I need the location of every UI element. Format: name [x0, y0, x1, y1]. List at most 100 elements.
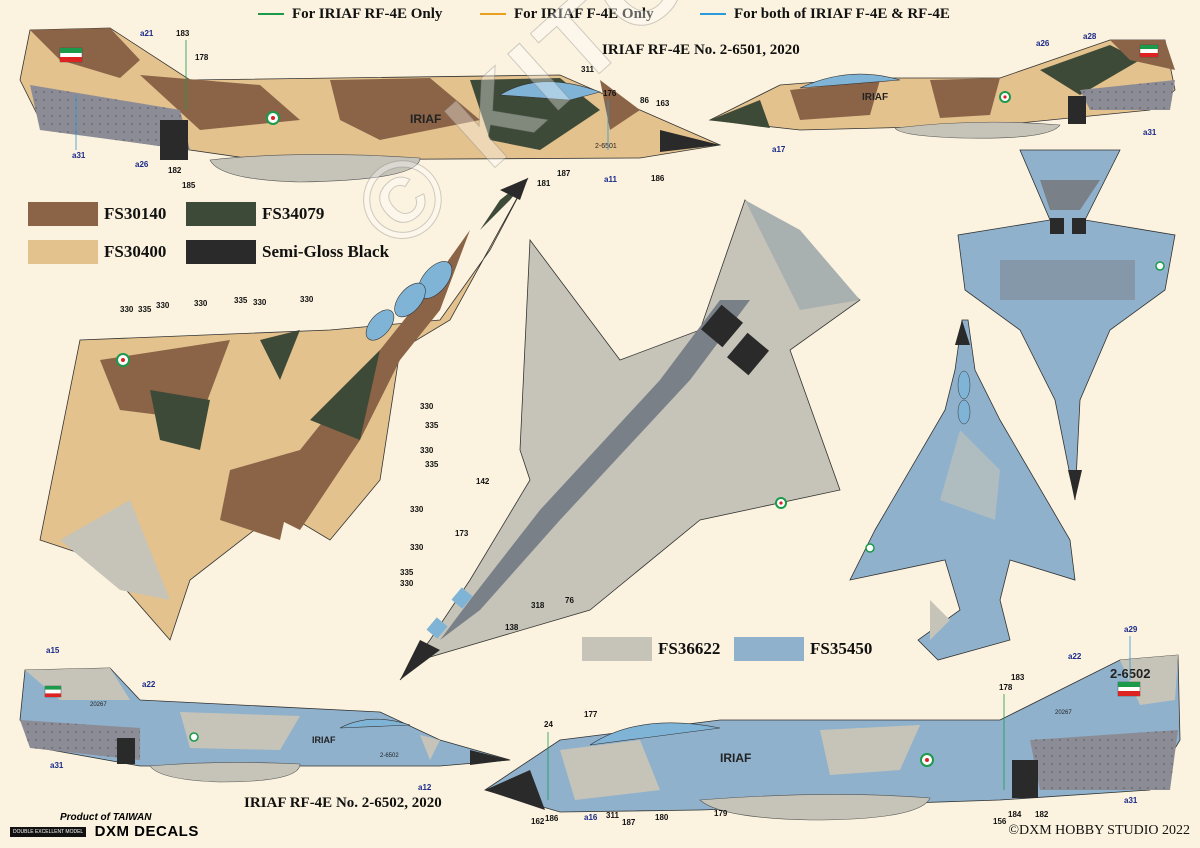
color-chip [186, 240, 256, 264]
callout-label: a31 [50, 761, 64, 770]
color-chip [734, 637, 804, 661]
legend-label: For IRIAF F-4E Only [514, 5, 654, 22]
callout-label: 330 [410, 543, 424, 552]
brand-block: Product of TAIWAN DOUBLE EXCELLENT MODEL… [10, 812, 199, 841]
callout-label: 183 [176, 29, 190, 38]
callout-label: a31 [1143, 128, 1157, 137]
callouts-top-left: a21 183 178 a31 a26 182 185 181 187 a11 … [72, 29, 670, 190]
color-code: FS34079 [262, 204, 325, 223]
callout-label: 335 [400, 568, 414, 577]
caption-top: IRIAF RF-4E No. 2-6501, 2020 [602, 42, 800, 58]
brand-name: DXM DECALS [94, 823, 199, 840]
callout-label: 76 [565, 596, 574, 605]
legend-both: For both of IRIAF F-4E & RF-4E [700, 4, 950, 24]
svg-text:20267: 20267 [90, 702, 107, 708]
svg-text:2-6502: 2-6502 [380, 753, 399, 759]
legend-rf4e-only: For IRIAF RF-4E Only [258, 4, 442, 24]
callout-label: 335 [425, 460, 439, 469]
callout-label: 138 [505, 623, 519, 632]
color-chip [186, 202, 256, 226]
color-code: FS35450 [810, 639, 873, 658]
copyright: ©DXM HOBBY STUDIO 2022 [1008, 823, 1190, 838]
callout-label: 330 [156, 301, 170, 310]
color-code: FS30140 [104, 204, 167, 223]
side-profile-blue-right: IRIAF 2-6502 20267 [484, 654, 1181, 821]
callout-label: 184 [1008, 810, 1022, 819]
callout-label: 311 [581, 65, 594, 74]
svg-text:IRIAF: IRIAF [410, 112, 441, 126]
callouts-bottom-right: 24 177 162 186 a16 311 187 180 179 156 1… [531, 625, 1138, 827]
swatch-fs30400: FS30400 [28, 240, 166, 264]
callout-label: 335 [234, 296, 248, 305]
swatch-fs34079: FS34079 [186, 202, 324, 226]
callout-label: 330 [420, 446, 434, 455]
callout-label: 183 [1011, 673, 1025, 682]
callout-label: a22 [142, 680, 156, 689]
callout-label: 178 [999, 683, 1013, 692]
product-origin: Product of TAIWAN [60, 812, 152, 823]
callout-label: a15 [46, 646, 60, 655]
callout-label: a21 [140, 29, 154, 38]
side-profile-desert-left: IRIAF 2-6501 [19, 27, 722, 183]
callout-label: 86 [640, 96, 649, 105]
callouts-under: 142 173 318 138 76 [455, 477, 574, 632]
brand-badge: DOUBLE EXCELLENT MODEL [10, 826, 87, 837]
callout-label: 330 [410, 505, 424, 514]
callout-label: 330 [120, 305, 134, 314]
callout-label: a26 [135, 160, 149, 169]
callout-label: a11 [604, 175, 617, 184]
side-profile-desert-right: IRIAF a26 a28 a17 a31 [708, 32, 1176, 154]
legend-blue-line [700, 13, 726, 15]
plan-view-desert [39, 177, 529, 641]
caption-bottom: IRIAF RF-4E No. 2-6502, 2020 [244, 795, 442, 811]
svg-text:IRIAF: IRIAF [862, 92, 888, 103]
svg-text:IRIAF: IRIAF [720, 751, 751, 765]
svg-text:IRIAF: IRIAF [312, 735, 336, 745]
color-code: FS36622 [658, 639, 721, 658]
callout-label: 335 [138, 305, 152, 314]
callout-label: a17 [772, 145, 786, 154]
legend-orange-line [480, 13, 506, 15]
callout-label: 142 [476, 477, 490, 486]
legend-label: For both of IRIAF F-4E & RF-4E [734, 5, 950, 22]
callout-label: a16 [584, 813, 598, 822]
swatch-fs35450: FS35450 [734, 637, 872, 661]
svg-text:2-6501: 2-6501 [595, 143, 617, 150]
swatch-fs30140: FS30140 [28, 202, 166, 226]
underside-view-gray [399, 199, 861, 681]
callout-label: 182 [1035, 810, 1049, 819]
plan-view-blue-bottom [849, 319, 1076, 661]
legend-label: For IRIAF RF-4E Only [292, 5, 443, 22]
callout-label: 181 [537, 179, 551, 188]
legend-f4e-only: For IRIAF F-4E Only [480, 4, 654, 24]
swatch-semi-gloss-black: Semi-Gloss Black [186, 240, 389, 264]
color-code: FS30400 [104, 242, 167, 261]
callout-label: a28 [1083, 32, 1097, 41]
callout-label: 179 [714, 809, 728, 818]
callout-label: 177 [584, 710, 598, 719]
side-profile-blue-left: IRIAF 2-6502 20267 a15 a22 a31 a12 [19, 646, 511, 792]
callout-label: 182 [168, 166, 182, 175]
callout-label: 156 [993, 817, 1007, 826]
callout-label: 163 [656, 99, 670, 108]
callout-label: 162 [531, 817, 545, 826]
callout-label: 330 [400, 579, 414, 588]
plan-view-blue-top [957, 149, 1176, 501]
callout-label: 180 [655, 813, 669, 822]
callout-label: 311 [606, 811, 619, 820]
callouts-plan: 330 335 330 330 335 330 330 330 335 330 … [120, 295, 439, 588]
callout-label: 330 [420, 402, 434, 411]
color-chip [28, 202, 98, 226]
callout-label: 318 [531, 601, 545, 610]
callout-label: 186 [545, 814, 559, 823]
callout-label: 185 [182, 181, 196, 190]
callout-label: a29 [1124, 625, 1138, 634]
callout-label: 330 [300, 295, 314, 304]
svg-text:20267: 20267 [1055, 710, 1072, 716]
legend-green-line [258, 13, 284, 15]
callout-label: a31 [72, 151, 86, 160]
callout-label: a22 [1068, 652, 1082, 661]
swatch-fs36622: FS36622 [582, 637, 720, 661]
callout-label: 187 [557, 169, 571, 178]
